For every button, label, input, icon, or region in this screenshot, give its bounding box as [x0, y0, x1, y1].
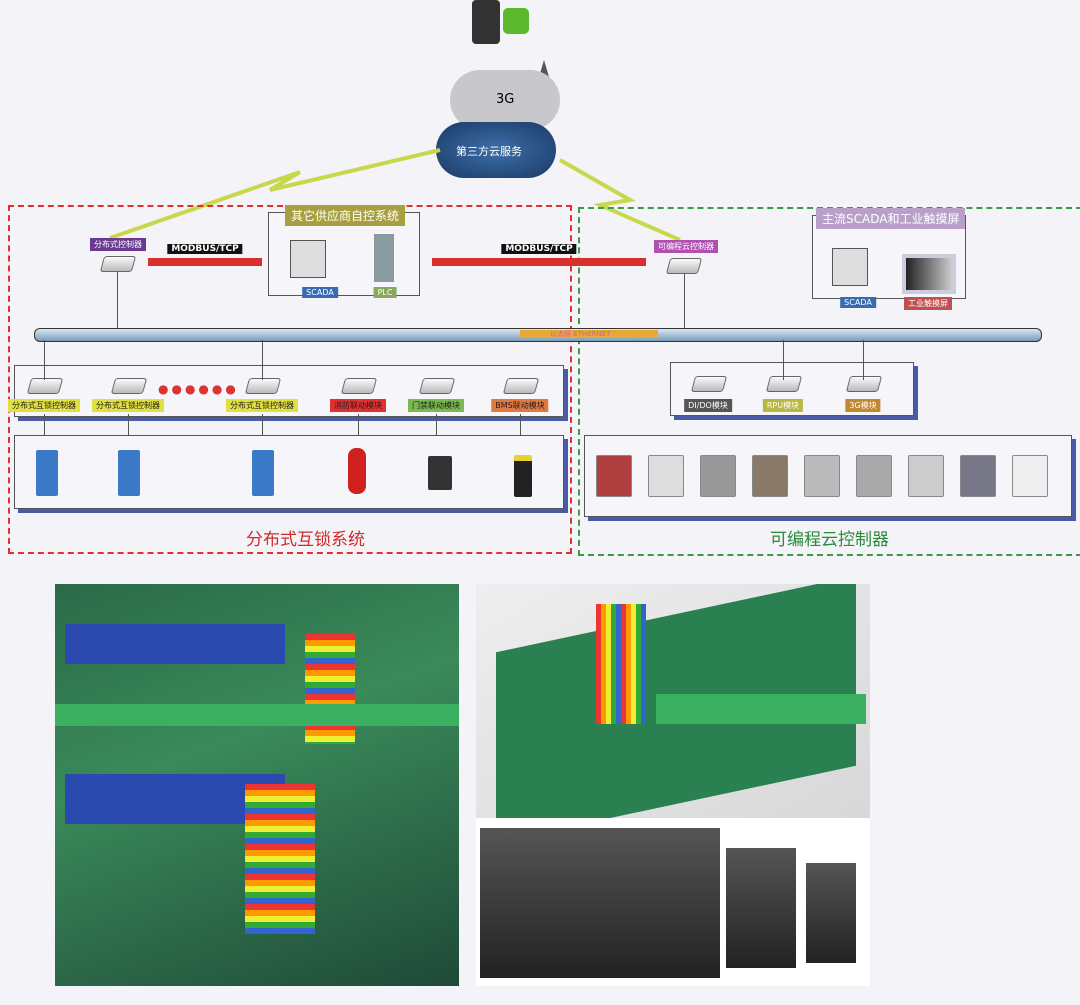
plc-tag: PLC	[373, 287, 397, 298]
module-router	[690, 376, 728, 392]
field-device-icon	[908, 455, 944, 497]
controller-board-photo	[55, 584, 459, 986]
cloud-3g	[450, 70, 560, 130]
module-router	[110, 378, 148, 394]
left-module-label: 分布式互锁控制器	[92, 399, 164, 412]
door-icon	[252, 450, 274, 496]
module-router	[418, 378, 456, 394]
card-reader-icon	[428, 456, 452, 490]
left-gateway-tag: 分布式控制器	[90, 238, 146, 251]
right-system-title: 可编程云控制器	[770, 530, 889, 550]
plc-photo	[476, 818, 870, 986]
wechat-icon	[503, 8, 529, 34]
module-router	[26, 378, 64, 394]
computer-icon	[832, 248, 868, 286]
module-router	[244, 378, 282, 394]
left-module-label: 消防联动模块	[330, 399, 386, 412]
computer-icon	[290, 240, 326, 278]
module-router	[340, 378, 378, 394]
right-module-label: RPU模块	[762, 399, 804, 412]
door-icon	[118, 450, 140, 496]
bus-label: 以太网 ETHERNET	[520, 330, 658, 338]
field-device-icon	[752, 455, 788, 497]
module-router	[845, 376, 883, 392]
phone-icon	[472, 0, 500, 44]
plc-icon	[374, 234, 394, 282]
left-system-title: 分布式互锁系统	[246, 530, 365, 550]
network-label: 3G	[496, 92, 515, 107]
left-module-label: BMS联动模块	[491, 399, 549, 412]
left-gateway-router	[99, 256, 137, 272]
right-module-label: 3G模块	[845, 399, 881, 412]
cloud-service	[436, 122, 556, 178]
fire-extinguisher-icon	[348, 448, 366, 494]
scada-tag: SCADA	[302, 287, 338, 298]
vendor-system-title: 其它供应商自控系统	[285, 205, 406, 226]
mainstream-title: 主流SCADA和工业触摸屏	[816, 208, 966, 229]
right-module-label: DI/DO模块	[684, 399, 732, 412]
right-gateway-router	[665, 258, 703, 274]
field-device-icon	[804, 455, 840, 497]
door-icon	[36, 450, 58, 496]
field-device-icon	[700, 455, 736, 497]
module-router	[502, 378, 540, 394]
field-device-icon	[648, 455, 684, 497]
left-module-label: 分布式互锁控制器	[226, 399, 298, 412]
right-gateway-tag: 可编程云控制器	[654, 240, 718, 253]
field-device-icon	[1012, 455, 1048, 497]
barcode-scanner-icon	[514, 455, 532, 497]
ellipsis-dots: ●●●●●●	[158, 382, 239, 396]
left-device-panel	[14, 435, 564, 509]
module-router	[765, 376, 803, 392]
modbus-arrow-right: MODBUS/TCP	[432, 244, 646, 266]
cloud-service-label: 第三方云服务	[456, 145, 522, 158]
field-device-icon	[960, 455, 996, 497]
scada-tag: SCADA	[840, 297, 876, 308]
field-device-icon	[856, 455, 892, 497]
hmi-tag: 工业触摸屏	[904, 297, 952, 310]
field-device-icon	[596, 455, 632, 497]
hmi-icon	[902, 254, 956, 294]
pi-board-photo	[476, 584, 870, 818]
left-module-label: 门禁联动模块	[408, 399, 464, 412]
modbus-arrow-left: MODBUS/TCP	[148, 244, 262, 266]
left-module-label: 分布式互锁控制器	[8, 399, 80, 412]
